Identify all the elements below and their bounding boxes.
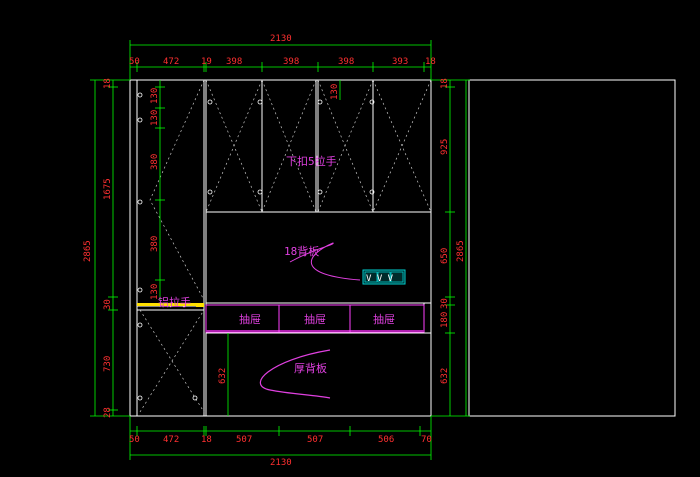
drawer-label-3: 抽屉 [373,312,395,326]
left-total-dim: 2865 [83,240,93,262]
bottom-seg-3: 18 [201,435,212,445]
right-outer-dim: 2865 [456,240,466,262]
top-seg-1: 50 [129,57,140,67]
right-inner-1: 18 [440,78,450,89]
left-outer-3: 30 [103,299,113,310]
right-inner-3: 650 [440,248,450,264]
bottom-total-dim: 2130 [270,458,292,468]
left-inner-1: 130 [150,88,160,104]
left-inner-5: 130 [150,284,160,300]
left-outer-5: 28 [103,407,113,418]
bottom-seg-4: 507 [236,435,252,445]
top-seg-2: 472 [163,57,179,67]
right-inner-4: 30 [440,298,450,309]
right-inner-2: 925 [440,139,450,155]
top-seg-8: 18 [425,57,436,67]
top-seg-4: 398 [226,57,242,67]
left-outer-4: 730 [103,356,113,372]
left-outer-1: 18 [103,78,113,89]
aluminum-pull-divider [137,303,204,306]
bottom-seg-5: 507 [307,435,323,445]
aluminum-pull-divider-end [196,303,204,307]
drawer-label-1: 抽屉 [239,312,261,326]
door-swing-dashes [139,79,432,413]
right-dimensions: 2865 18 925 650 30 180 632 [440,78,466,384]
bottom-seg-6: 506 [378,435,394,445]
top-seg-3: 19 [201,57,212,67]
lower-section-dim: 632 [218,368,228,384]
thick-back-panel-label: 厚背板 [294,361,327,375]
bottom-seg-7: 70 [421,435,432,445]
pull-handle-label: 铝拉手 [158,295,191,309]
top-dimensions: 2130 50 472 19 398 398 398 393 18 [129,34,436,67]
right-inner-5: 180 [440,312,450,328]
bottom-seg-1: 50 [129,435,140,445]
hinge-dots [137,92,375,401]
drawer-label-2: 抽屉 [304,312,326,326]
back-panel-curve-upper [289,242,361,281]
side-panel-outline [468,79,676,417]
drawer-row [205,304,425,333]
back-panel-curve-lower [259,349,331,399]
top-seg-6: 398 [338,57,354,67]
top-total-dim: 2130 [270,34,292,44]
left-dimensions: 2865 18 1675 30 730 28 130 130 380 380 1… [83,78,160,418]
dimension-lines [90,40,470,460]
vvv-symbol-text: V V V [366,274,394,284]
right-inner-6: 632 [440,368,450,384]
vvv-symbol-box: V V V [362,269,406,285]
bottom-dimensions: 50 472 18 507 507 506 70 2130 [129,435,432,468]
left-inner-4: 380 [150,236,160,252]
top-seg-7: 393 [392,57,408,67]
upper-door-dim: 130 [330,84,340,100]
top-seg-5: 398 [283,57,299,67]
upper-handle-label: 下扣5拉手 [286,154,337,168]
left-inner-3: 380 [150,154,160,170]
left-outer-2: 1675 [103,178,113,200]
left-inner-2: 130 [150,110,160,126]
back-panel-18-label: 18背板 [284,244,319,258]
bottom-seg-2: 472 [163,435,179,445]
